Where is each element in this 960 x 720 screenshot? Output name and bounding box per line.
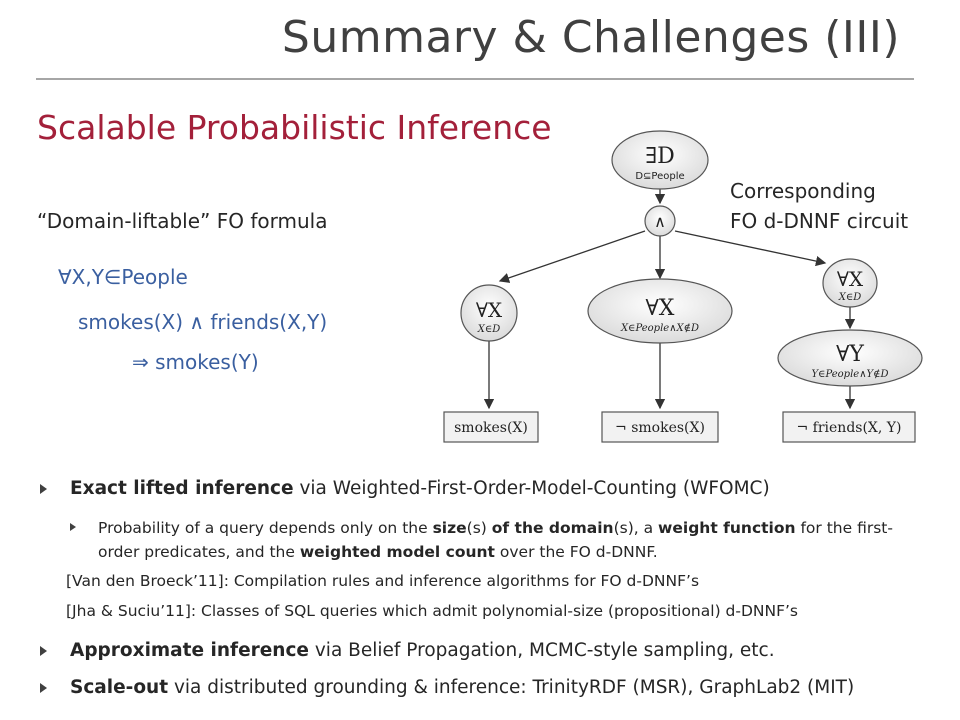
circuit-node-exists-d: ∃D D⊆People	[611, 130, 709, 190]
formula-line-2: smokes(X) ∧ friends(X,Y)	[78, 310, 328, 334]
circuit-caption-line-2: FO d-DNNF circuit	[730, 209, 909, 233]
bullet-text: via Weighted-First-Order-Model-Counting …	[293, 478, 770, 499]
circuit-node-and: ∧	[644, 205, 676, 237]
circuit-node-forall-right: ∀X X∈D	[822, 258, 878, 308]
bullet-arrow-icon	[40, 484, 47, 494]
edge-and-right	[674, 230, 827, 267]
circuit-caption-line-1: Corresponding	[730, 179, 876, 203]
svg-text:D⊆People: D⊆People	[635, 171, 684, 182]
svg-text:Y∈People∧Y∉D: Y∈People∧Y∉D	[811, 369, 888, 380]
circuit-leaf-not-smokes: ¬ smokes(X)	[601, 411, 719, 443]
reference-jha-suciu: [Jha & Suciu’11]: Classes of SQL queries…	[66, 602, 799, 620]
circuit-node-forall-mid: ∀X X∈People∧X∉D	[587, 278, 733, 344]
circuit-node-forall-left: ∀X X∈D	[460, 284, 518, 342]
fo-ddnnf-circuit: ∃D D⊆People ∧ ∀X X∈D ∀X X∈People∧X∉D ∀X …	[443, 130, 923, 443]
svg-text:¬ friends(X, Y): ¬ friends(X, Y)	[796, 420, 901, 436]
svg-text:smokes(X): smokes(X)	[454, 420, 528, 436]
svg-text:X∈D: X∈D	[838, 292, 862, 303]
svg-text:¬ smokes(X): ¬ smokes(X)	[615, 420, 705, 436]
reference-van-den-broeck: [Van den Broeck’11]: Compilation rules a…	[66, 572, 700, 590]
formula-line-1: ∀X,Y∈People	[58, 265, 188, 289]
circuit-leaf-smokes: smokes(X)	[443, 411, 539, 443]
sub-bullet-arrow-icon	[70, 523, 76, 531]
circuit-caption: Corresponding FO d-DNNF circuit	[730, 176, 908, 236]
svg-text:X∈People∧X∉D: X∈People∧X∉D	[620, 323, 699, 334]
slide-subtitle: Scalable Probabilistic Inference	[37, 108, 552, 147]
edge-and-left	[498, 230, 646, 283]
circuit-node-forall-y: ∀Y Y∈People∧Y∉D	[777, 329, 923, 387]
svg-text:∀X: ∀X	[646, 296, 675, 321]
bullet-arrow-icon	[40, 646, 47, 656]
svg-text:∧: ∧	[654, 212, 666, 231]
circuit-leaf-not-friends: ¬ friends(X, Y)	[782, 411, 916, 443]
bullet-arrow-icon	[40, 683, 47, 693]
svg-text:∀X: ∀X	[476, 298, 503, 322]
formula-label: “Domain-liftable” FO formula	[37, 209, 328, 233]
svg-text:X∈D: X∈D	[477, 324, 501, 335]
bullet-bold: Exact lifted inference	[70, 478, 294, 499]
svg-text:∀Y: ∀Y	[836, 342, 864, 367]
formula-line-3: ⇒ smokes(Y)	[132, 350, 259, 374]
svg-text:∀X: ∀X	[837, 267, 864, 291]
slide-title: Summary & Challenges (III)	[281, 12, 900, 63]
title-divider	[36, 78, 914, 80]
svg-text:∃D: ∃D	[645, 144, 675, 169]
